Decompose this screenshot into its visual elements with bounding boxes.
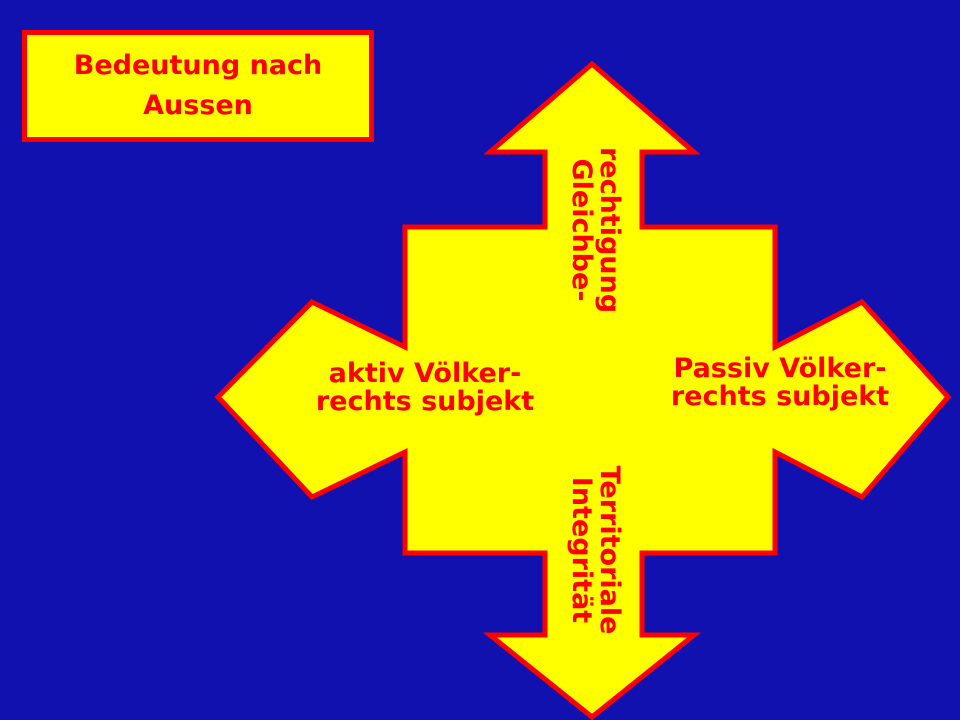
label-right-line-2: rechts subjekt <box>670 381 890 412</box>
label-down: Territoriale Integrität <box>563 400 625 700</box>
label-right-line-1: Passiv Völker- <box>673 353 887 384</box>
label-up-line-2: Gleichbe- <box>566 158 597 302</box>
label-right: Passiv Völker- rechts subjekt <box>620 355 940 411</box>
four-way-arrow-shape <box>214 60 952 720</box>
label-left-line-2: rechts subjekt <box>315 386 535 417</box>
title-box: Bedeutung nach Aussen <box>22 30 374 142</box>
title-line-1: Bedeutung nach <box>73 50 323 81</box>
label-left: aktiv Völker- rechts subjekt <box>255 360 595 416</box>
label-down-line-2: Integrität <box>566 476 597 624</box>
title-line-2: Aussen <box>143 90 253 121</box>
label-up: rechtigung Gleichbe- <box>563 80 625 380</box>
label-up-line-1: rechtigung <box>594 146 625 314</box>
label-down-line-1: Territoriale <box>594 465 625 635</box>
label-left-line-1: aktiv Völker- <box>328 358 522 389</box>
